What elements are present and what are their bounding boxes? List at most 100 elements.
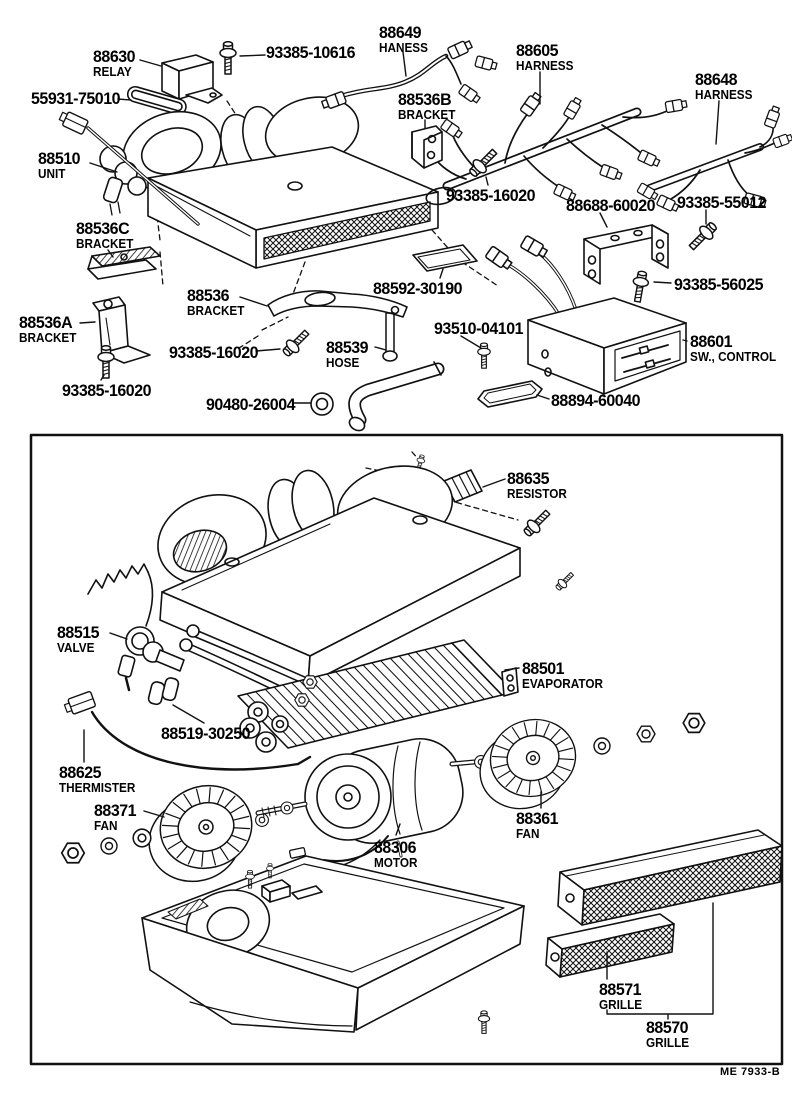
case-screw-drawing	[477, 1010, 491, 1034]
part-number: 88510	[38, 149, 81, 168]
part-name: RESISTOR	[507, 487, 567, 501]
part-number: 88536C	[76, 219, 130, 238]
case-drawing	[141, 855, 525, 1033]
label-fan-88371: 88371 FAN	[94, 801, 137, 833]
part-number: 88570	[646, 1018, 689, 1037]
part-name: BRACKET	[187, 304, 245, 318]
part-number: 93385-16020	[169, 343, 259, 362]
label-bolt-16020c: 93385-16020	[62, 381, 152, 400]
part-name: HANESS	[379, 41, 428, 55]
harness-88648-drawing	[636, 104, 792, 214]
part-number: 88601	[690, 332, 733, 351]
label-evaporator: 88501 EVAPORATOR	[522, 660, 603, 691]
washer-drawing	[593, 737, 611, 755]
part-number: 93510-04101	[434, 319, 524, 338]
plate-88894-drawing	[477, 380, 543, 408]
label-bracket-88536: 88536 BRACKET	[187, 287, 244, 318]
upper-section-drawing	[58, 37, 792, 432]
label-bolt-16020a: 93385-16020	[446, 186, 536, 205]
washer-drawing	[100, 837, 118, 855]
part-name: EVAPORATOR	[522, 677, 603, 691]
part-name: UNIT	[38, 167, 66, 181]
part-number: 88539	[326, 338, 369, 357]
upper-leader-lines	[79, 51, 720, 404]
part-number: 88635	[507, 469, 550, 488]
label-hose: 88539 HOSE	[326, 338, 369, 370]
label-grille-88571: 88571 GRILLE	[599, 981, 642, 1012]
part-number: 88648	[695, 70, 738, 89]
label-bracket-88536c: 88536C BRACKET	[76, 220, 133, 251]
label-fan-88361: 88361 FAN	[516, 810, 559, 841]
part-number: 93385-55012	[677, 193, 767, 212]
label-gasket-55931: 55931-75010	[31, 89, 121, 108]
label-relay: 88630 RELAY	[93, 48, 136, 79]
part-number: 88894-60040	[551, 391, 641, 410]
label-pad-88592: 88592-30190	[373, 279, 463, 298]
grommet-drawing	[310, 392, 334, 416]
bolt-lower-b-drawing	[553, 569, 577, 593]
part-name: GRILLE	[646, 1036, 690, 1050]
pad-88592-drawing	[412, 244, 478, 272]
part-number: 93385-16020	[446, 186, 536, 205]
label-bolt-10616: 93385-10616	[266, 44, 356, 61]
label-resistor: 88635 RESISTOR	[507, 470, 567, 501]
part-name: SW., CONTROL	[690, 350, 777, 364]
harness-88649-drawing	[319, 37, 499, 112]
lower-section-drawing	[29, 433, 784, 1066]
relay-drawing	[161, 54, 223, 104]
bracket-88536c-drawing	[87, 246, 161, 280]
part-name: THERMISTER	[59, 781, 136, 795]
part-number: 88536A	[19, 313, 73, 332]
grille-88571-drawing	[545, 913, 675, 978]
part-name: HOSE	[326, 356, 360, 370]
part-number: 55931-75010	[31, 89, 121, 108]
gasket-55931-drawing	[126, 85, 187, 115]
part-name: VALVE	[57, 641, 95, 655]
label-bolt-56025: 93385-56025	[674, 276, 764, 293]
part-number: 88501	[522, 659, 565, 678]
part-name: FAN	[516, 827, 540, 841]
nut-drawing	[60, 842, 86, 864]
label-thermister: 88625 THERMISTER	[59, 764, 135, 795]
control-switch-drawing	[484, 234, 687, 395]
pipes-drawing	[179, 624, 312, 704]
part-name: BRACKET	[76, 237, 134, 251]
bolt-55012-drawing	[684, 218, 721, 255]
label-grille-88570: 88570 GRILLE	[646, 1019, 689, 1050]
part-name: FAN	[94, 819, 118, 833]
part-number: 93385-16020	[62, 381, 152, 400]
label-control: 88601 SW., CONTROL	[690, 333, 776, 364]
label-grommet: 90480-26004	[206, 395, 296, 414]
part-number: 88592-30190	[373, 279, 463, 298]
bolt-lower-a-drawing	[520, 506, 554, 540]
part-name: GRILLE	[599, 998, 643, 1012]
label-harness-88605: 88605 HARNESS	[516, 42, 573, 73]
fan-88371-drawing	[137, 775, 264, 892]
lower-leader-lines	[83, 478, 714, 1020]
washer-drawing	[254, 812, 270, 828]
part-number: 88688-60020	[566, 196, 656, 215]
label-bracket-88536b: 88536B BRACKET	[398, 91, 455, 122]
motor-drawing	[255, 737, 489, 873]
part-number: 90480-26004	[206, 395, 296, 414]
part-name: HARNESS	[516, 59, 574, 73]
part-number: 88371	[94, 801, 137, 820]
label-screw-93510: 93510-04101	[434, 319, 524, 338]
part-number: 88536B	[398, 90, 452, 109]
part-number: 88649	[379, 23, 422, 42]
part-name: MOTOR	[374, 856, 418, 870]
nut-drawing	[682, 712, 706, 734]
evaporator-drawing	[237, 639, 519, 753]
label-harness-88649: 88649 HANESS	[379, 24, 428, 55]
label-bracket-88536a: 88536A BRACKET	[19, 314, 76, 345]
part-number: 88536	[187, 286, 230, 305]
label-bolt-16020b: 93385-16020	[169, 343, 259, 362]
label-plate-88894: 88894-60040	[551, 391, 641, 410]
bracket-88536a-drawing	[92, 296, 151, 364]
part-number: 88571	[599, 980, 642, 999]
label-bolt-55012: 93385-55012	[677, 193, 767, 212]
part-name: HARNESS	[695, 88, 753, 102]
part-number: 88515	[57, 623, 100, 642]
